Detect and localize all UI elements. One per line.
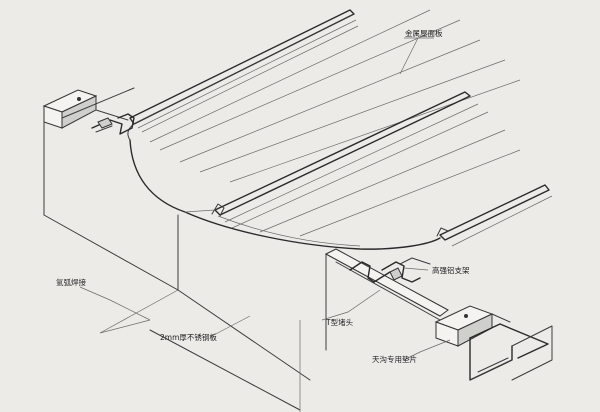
leader-lines [79,37,451,361]
label-aluminum-bracket: 高强铝支架 [432,265,470,275]
label-argon-arc-welding: 氩弧焊接 [56,277,86,287]
right-gutter-channel [324,248,553,381]
left-support-bracket [42,87,135,129]
label-t-plug: T型堵头 [325,317,354,327]
label-metal-roof-panel: 金属屋面板 [405,28,443,38]
left-clip [91,113,135,135]
metal-roof-panel [127,9,553,250]
left-gutter-wall [43,121,311,412]
label-stainless-plate: 2mm厚不锈钢板 [160,332,217,342]
label-gutter-pad: 天沟专用垫片 [372,354,417,364]
